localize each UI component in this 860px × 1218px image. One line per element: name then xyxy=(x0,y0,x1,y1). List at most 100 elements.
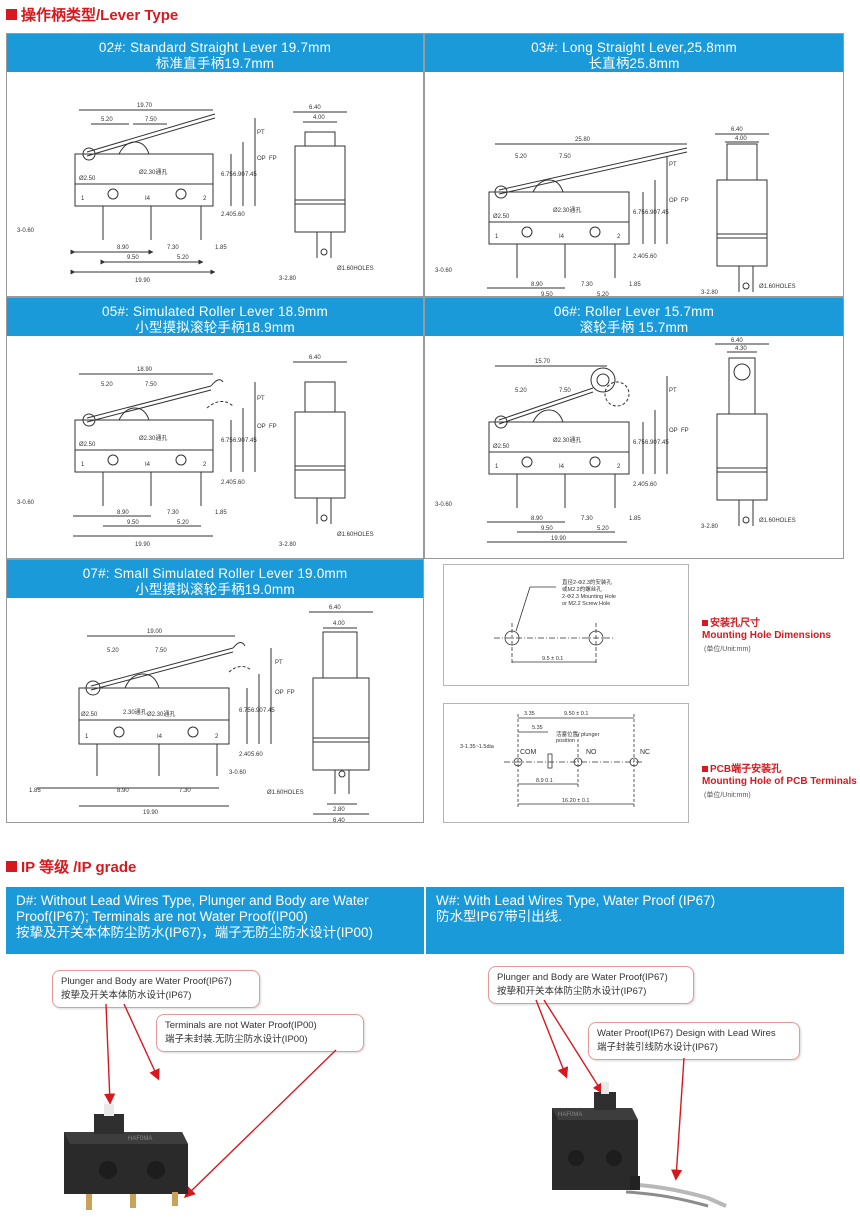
svg-text:6.75: 6.75 xyxy=(633,210,645,216)
svg-text:Ø2.50: Ø2.50 xyxy=(493,444,510,450)
label-square-icon xyxy=(702,620,708,626)
svg-text:19.90: 19.90 xyxy=(143,810,159,816)
svg-text:Ø2.50: Ø2.50 xyxy=(81,712,98,718)
svg-text:19.90: 19.90 xyxy=(135,542,151,548)
svg-text:9.5 ± 0.1: 9.5 ± 0.1 xyxy=(542,656,563,662)
svg-text:Ø1.60HOLES: Ø1.60HOLES xyxy=(337,266,374,272)
svg-text:I4: I4 xyxy=(559,234,565,240)
svg-text:1.85: 1.85 xyxy=(629,282,641,288)
ip-d-header: D#: Without Lead Wires Type, Plunger and… xyxy=(6,887,424,954)
svg-text:活塞位置/ plunger: 活塞位置/ plunger xyxy=(556,730,600,738)
svg-text:6.40: 6.40 xyxy=(329,605,341,611)
pcb-hole-drawing: 3.35 9.50 ± 0.1 5.35 活塞位置/ plunger posit… xyxy=(460,711,650,808)
svg-text:PT: PT xyxy=(257,396,265,402)
svg-text:PT: PT xyxy=(669,388,677,394)
svg-text:9.50: 9.50 xyxy=(541,292,553,297)
lever-panel-05: 05#: Simulated Roller Lever 18.9mm 小型摸拟滚… xyxy=(6,297,424,559)
svg-text:1: 1 xyxy=(85,734,89,740)
svg-text:19.70: 19.70 xyxy=(137,103,153,109)
svg-text:1.85: 1.85 xyxy=(215,510,227,516)
svg-text:Ø2.30通孔: Ø2.30通孔 xyxy=(139,434,167,442)
svg-text:9.50: 9.50 xyxy=(127,255,139,261)
svg-text:5.20: 5.20 xyxy=(177,520,189,526)
svg-text:8.90: 8.90 xyxy=(531,282,543,288)
svg-text:1.85: 1.85 xyxy=(29,788,41,794)
svg-text:6.40: 6.40 xyxy=(309,105,321,111)
svg-text:8.9 0.1: 8.9 0.1 xyxy=(536,778,553,784)
svg-text:COM: COM xyxy=(520,749,537,756)
svg-text:5.20: 5.20 xyxy=(177,255,189,261)
svg-text:or M2.2 Screw Hole: or M2.2 Screw Hole xyxy=(562,601,610,607)
svg-text:7.45: 7.45 xyxy=(263,708,275,714)
svg-text:7.45: 7.45 xyxy=(245,172,257,178)
svg-text:4.00: 4.00 xyxy=(333,621,345,627)
svg-text:1.85: 1.85 xyxy=(629,516,641,522)
svg-text:7.50: 7.50 xyxy=(559,154,571,160)
svg-text:4.30: 4.30 xyxy=(735,346,747,352)
svg-text:Ø2.30通孔: Ø2.30通孔 xyxy=(139,168,167,176)
svg-text:7.50: 7.50 xyxy=(145,117,157,123)
svg-text:2: 2 xyxy=(203,462,207,468)
pcb-hole-label: PCB端子安装孔 Mounting Hole of PCB Terminals xyxy=(702,764,857,787)
svg-text:15.70: 15.70 xyxy=(535,359,551,365)
title-square-icon xyxy=(6,861,17,872)
label-square-icon xyxy=(702,766,708,772)
lever-panel-07: 07#: Small Simulated Roller Lever 19.0mm… xyxy=(6,559,424,823)
svg-text:Ø2.30通孔: Ø2.30通孔 xyxy=(553,436,581,444)
lever-panel-header: 07#: Small Simulated Roller Lever 19.0mm… xyxy=(7,560,423,598)
svg-text:5.60: 5.60 xyxy=(645,482,657,488)
svg-text:7.45: 7.45 xyxy=(657,210,669,216)
svg-text:3-2.80: 3-2.80 xyxy=(279,276,297,282)
svg-text:6.75: 6.75 xyxy=(221,172,233,178)
svg-text:6.75: 6.75 xyxy=(221,438,233,444)
svg-text:8.90: 8.90 xyxy=(531,516,543,522)
svg-text:3-2.80: 3-2.80 xyxy=(701,524,719,530)
svg-text:Ø1.60HOLES: Ø1.60HOLES xyxy=(337,532,374,538)
callout-w-leadwires: Water Proof(IP67) Design with Lead Wires… xyxy=(588,1022,800,1060)
svg-text:16.20 ± 0.1: 16.20 ± 0.1 xyxy=(562,798,589,804)
lever-drawing: 25.80 5.20 7.50 Ø2.50 Ø2.30通孔 1 I4 2 3-0… xyxy=(435,127,796,297)
svg-text:7.30: 7.30 xyxy=(581,516,593,522)
mounting-hole-label: 安装孔尺寸 Mounting Hole Dimensions xyxy=(702,618,831,641)
svg-text:直径2-Φ2.3的安装孔: 直径2-Φ2.3的安装孔 xyxy=(562,578,612,586)
svg-text:Ø2.50: Ø2.50 xyxy=(79,442,96,448)
svg-text:19.00: 19.00 xyxy=(147,629,163,635)
ip-w-header: W#: With Lead Wires Type, Water Proof (I… xyxy=(426,887,844,954)
svg-text:5.20: 5.20 xyxy=(597,526,609,532)
lever-panel-header: 05#: Simulated Roller Lever 18.9mm 小型摸拟滚… xyxy=(7,298,423,336)
svg-text:6.90: 6.90 xyxy=(251,708,263,714)
svg-text:6.75: 6.75 xyxy=(633,440,645,446)
svg-text:1.85: 1.85 xyxy=(215,245,227,251)
svg-text:2.40: 2.40 xyxy=(239,752,251,758)
svg-text:7.45: 7.45 xyxy=(657,440,669,446)
svg-text:2.80: 2.80 xyxy=(333,807,345,813)
svg-text:2.30通孔: 2.30通孔 xyxy=(123,708,147,716)
pcb-hole-panel: 3.35 9.50 ± 0.1 5.35 活塞位置/ plunger posit… xyxy=(443,703,689,823)
title-square-icon xyxy=(6,9,17,20)
svg-text:8.90: 8.90 xyxy=(117,510,129,516)
svg-text:3-0.60: 3-0.60 xyxy=(229,770,247,776)
switch-body: HAF0MA xyxy=(64,1104,188,1210)
ip-d-body: Plunger and Body are Water Proof(IP67)按挚… xyxy=(6,954,424,1217)
svg-text:7.50: 7.50 xyxy=(155,648,167,654)
lever-panel-06: 06#: Roller Lever 15.7mm 滚轮手柄 15.7mm xyxy=(424,297,844,559)
svg-text:19.90: 19.90 xyxy=(551,536,567,542)
lever-panel-header: 03#: Long Straight Lever,25.8mm 长直柄25.8m… xyxy=(425,34,843,72)
svg-text:NO: NO xyxy=(586,749,597,756)
svg-text:7.30: 7.30 xyxy=(179,788,191,794)
svg-text:4.00: 4.00 xyxy=(735,136,747,142)
svg-text:1: 1 xyxy=(81,196,85,202)
svg-text:2: 2 xyxy=(617,464,621,470)
svg-text:PT: PT xyxy=(257,130,265,136)
lever-drawing: 15.70 5.20 7.50 Ø2.50 Ø2.30通孔 1 I4 2 3-0… xyxy=(435,338,796,543)
svg-text:3-0.60: 3-0.60 xyxy=(17,500,35,506)
callout-d-terminals: Terminals are not Water Proof(IP00)端子未封装… xyxy=(156,1014,364,1052)
svg-text:I4: I4 xyxy=(157,734,163,740)
svg-text:或M2.2的螺丝孔: 或M2.2的螺丝孔 xyxy=(562,585,602,593)
svg-text:1: 1 xyxy=(81,462,85,468)
mounting-hole-panel: 直径2-Φ2.3的安装孔 或M2.2的螺丝孔 2-Φ2.3 Mounting H… xyxy=(443,564,689,686)
ip-w-body: Plunger and Body are Water Proof(IP67)按挚… xyxy=(426,954,844,1217)
svg-text:HAF0MA: HAF0MA xyxy=(128,1136,152,1142)
svg-text:2.40: 2.40 xyxy=(633,482,645,488)
switch-photo-w: HAF0MA xyxy=(535,999,727,1208)
